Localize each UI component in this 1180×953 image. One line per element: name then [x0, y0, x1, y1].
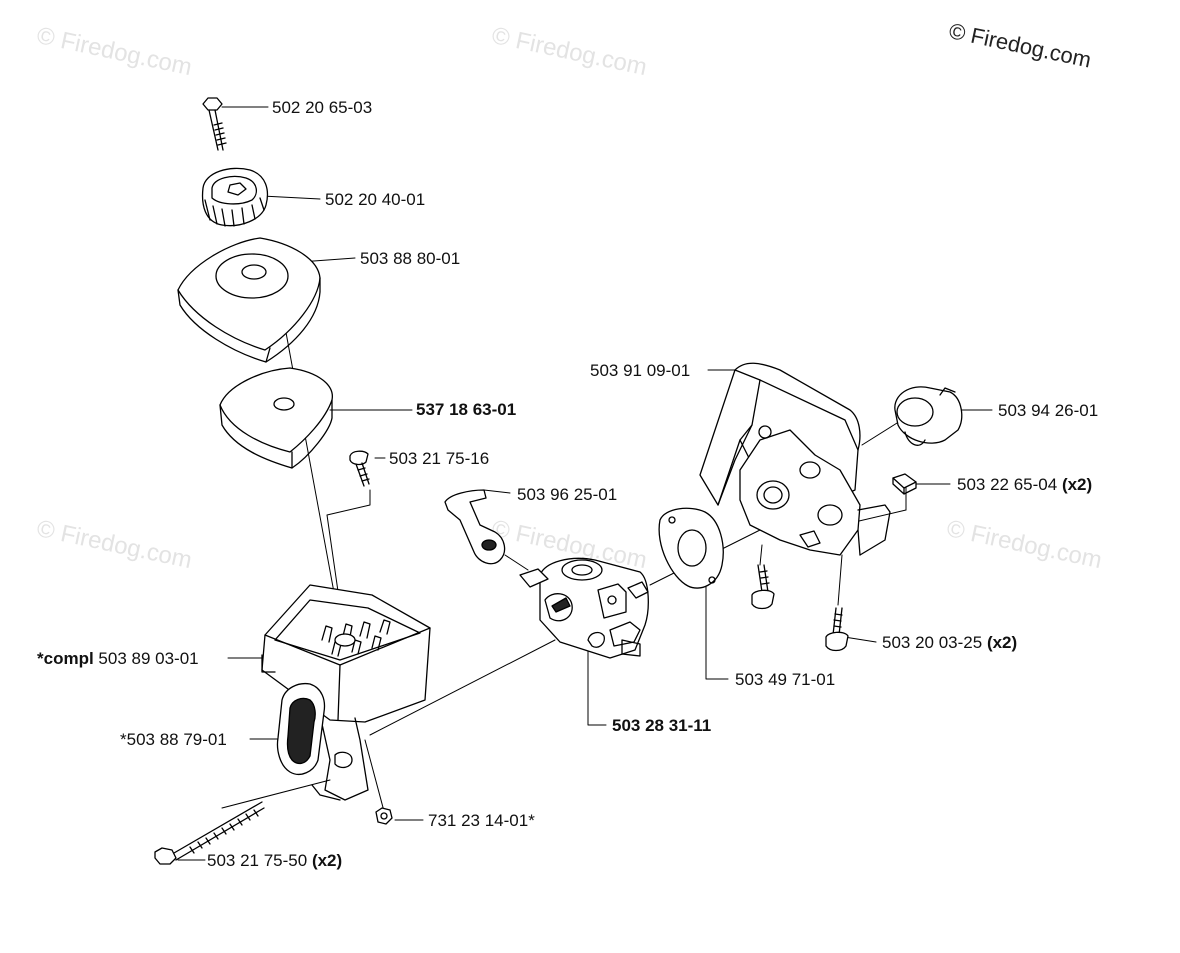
choke-lever-shape [444, 489, 506, 565]
part-label-square-nut: 503 22 65-04 (x2) [957, 475, 1093, 494]
screw-filter-shape [349, 450, 370, 487]
part-label-nut: 731 23 14-01* [428, 811, 535, 830]
leader-lines [177, 106, 993, 861]
bracket-screw-left-shape [751, 564, 775, 610]
long-bolt-shape [154, 801, 265, 865]
intake-bracket-shape [699, 362, 891, 556]
part-label-grommet: *503 88 79-01 [120, 730, 227, 749]
part-label-bracket-screw: 503 20 03-25 (x2) [882, 633, 1018, 652]
intake-boot-shape [894, 386, 963, 446]
filter-cover-shape [177, 237, 321, 363]
bolt-top-shape [202, 97, 227, 151]
gasket-shape [658, 507, 724, 589]
part-label-gasket: 503 49 71-01 [735, 670, 836, 689]
part-label-choke-lever: 503 96 25-01 [517, 485, 618, 504]
part-label-screw-filter: 503 21 75-16 [389, 449, 490, 468]
part-label-intake-bracket: 503 91 09-01 [590, 361, 691, 380]
part-label-filter-cover: 503 88 80-01 [360, 249, 461, 268]
grommet-shape [276, 682, 326, 775]
air-filter-shape [219, 367, 333, 469]
nut-shape [375, 807, 393, 825]
part-label-air-filter: 537 18 63-01 [416, 400, 517, 419]
part-label-filter-housing: *compl 503 89 03-01 [37, 649, 199, 668]
square-nut-shape [892, 473, 917, 495]
part-label-bolt-top: 502 20 65-03 [272, 98, 373, 117]
part-label-intake-boot: 503 94 26-01 [998, 401, 1099, 420]
part-label-long-bolt: 503 21 75-50 (x2) [207, 851, 343, 870]
part-label-carburetor: 503 28 31-11 [612, 716, 712, 735]
bracket-screw-right-shape [825, 607, 849, 652]
part-label-knob: 502 20 40-01 [325, 190, 426, 209]
knob-shape [201, 167, 269, 227]
carburetor-shape [519, 557, 649, 659]
